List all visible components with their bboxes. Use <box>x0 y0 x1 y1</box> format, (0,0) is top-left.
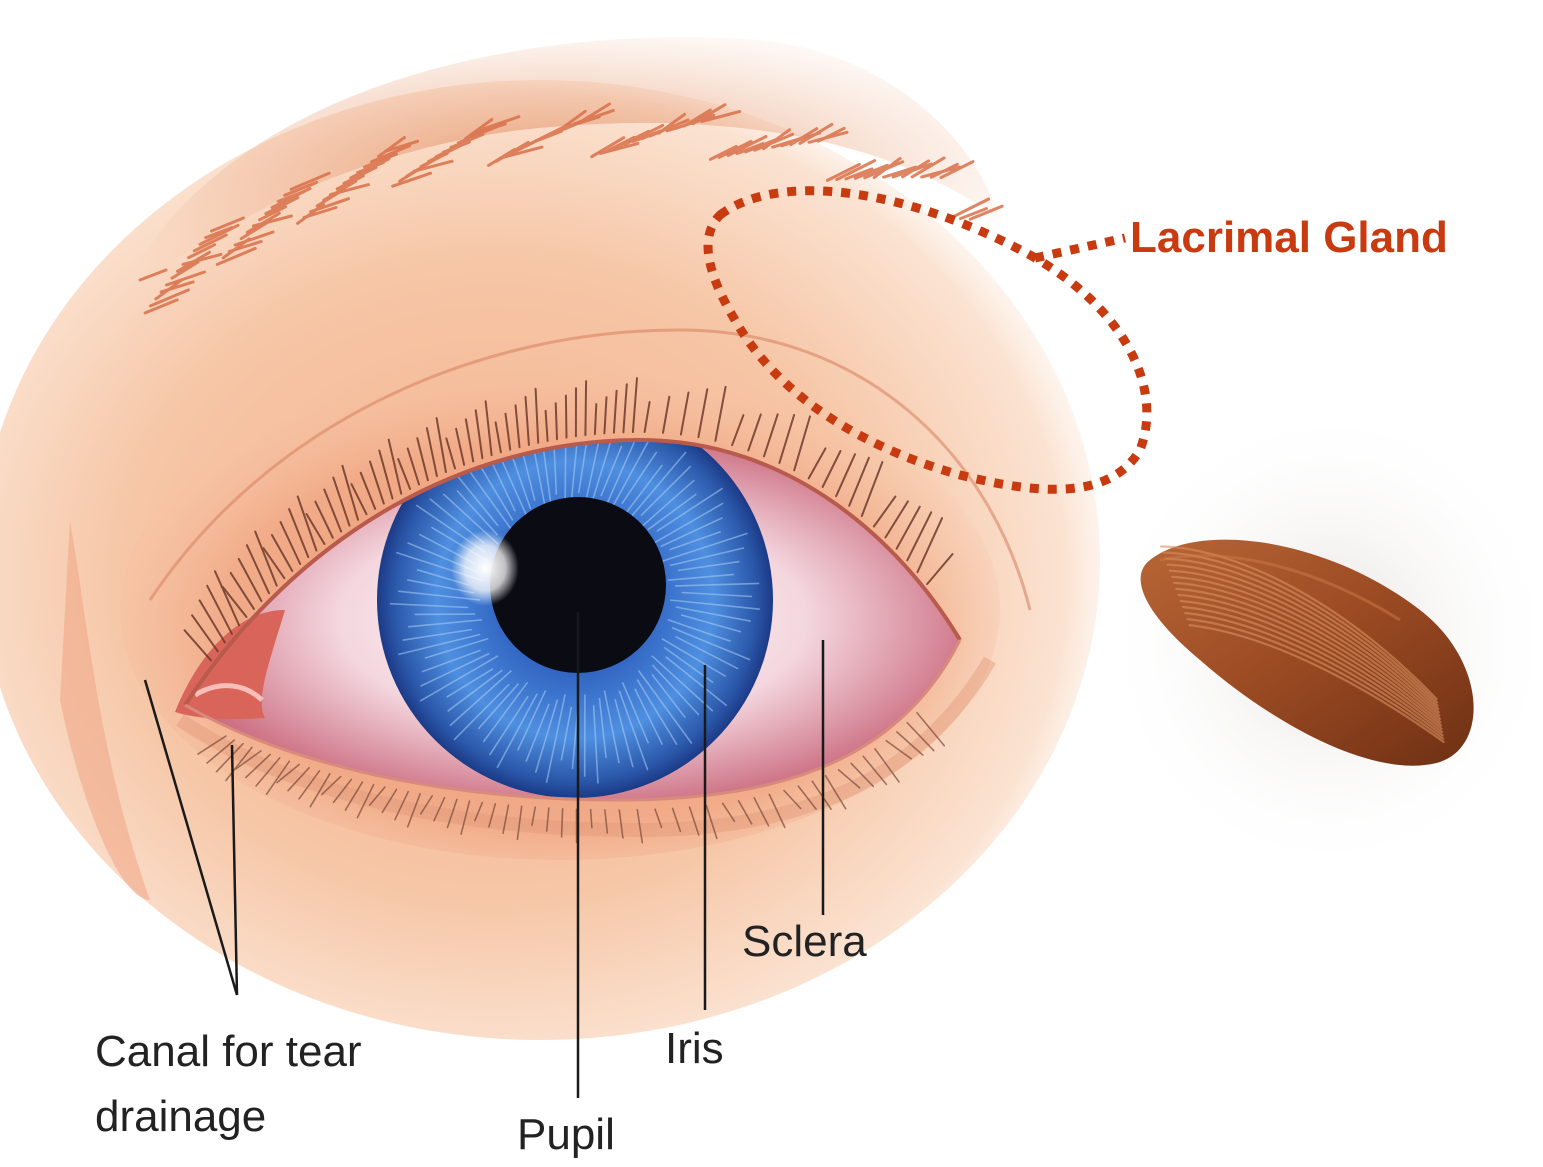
light-reflection <box>451 530 519 606</box>
canal-label-line2: drainage <box>95 1090 266 1144</box>
lacrimal-gland-label: Lacrimal Gland <box>1130 213 1448 263</box>
canal-label-line1: Canal for tear <box>95 1025 362 1079</box>
pupil-label: Pupil <box>517 1108 615 1162</box>
lacrimal-gland-connector <box>1035 238 1125 258</box>
almond-image <box>1100 400 1543 880</box>
sclera-label: Sclera <box>742 915 867 969</box>
iris-label: Iris <box>665 1022 724 1076</box>
